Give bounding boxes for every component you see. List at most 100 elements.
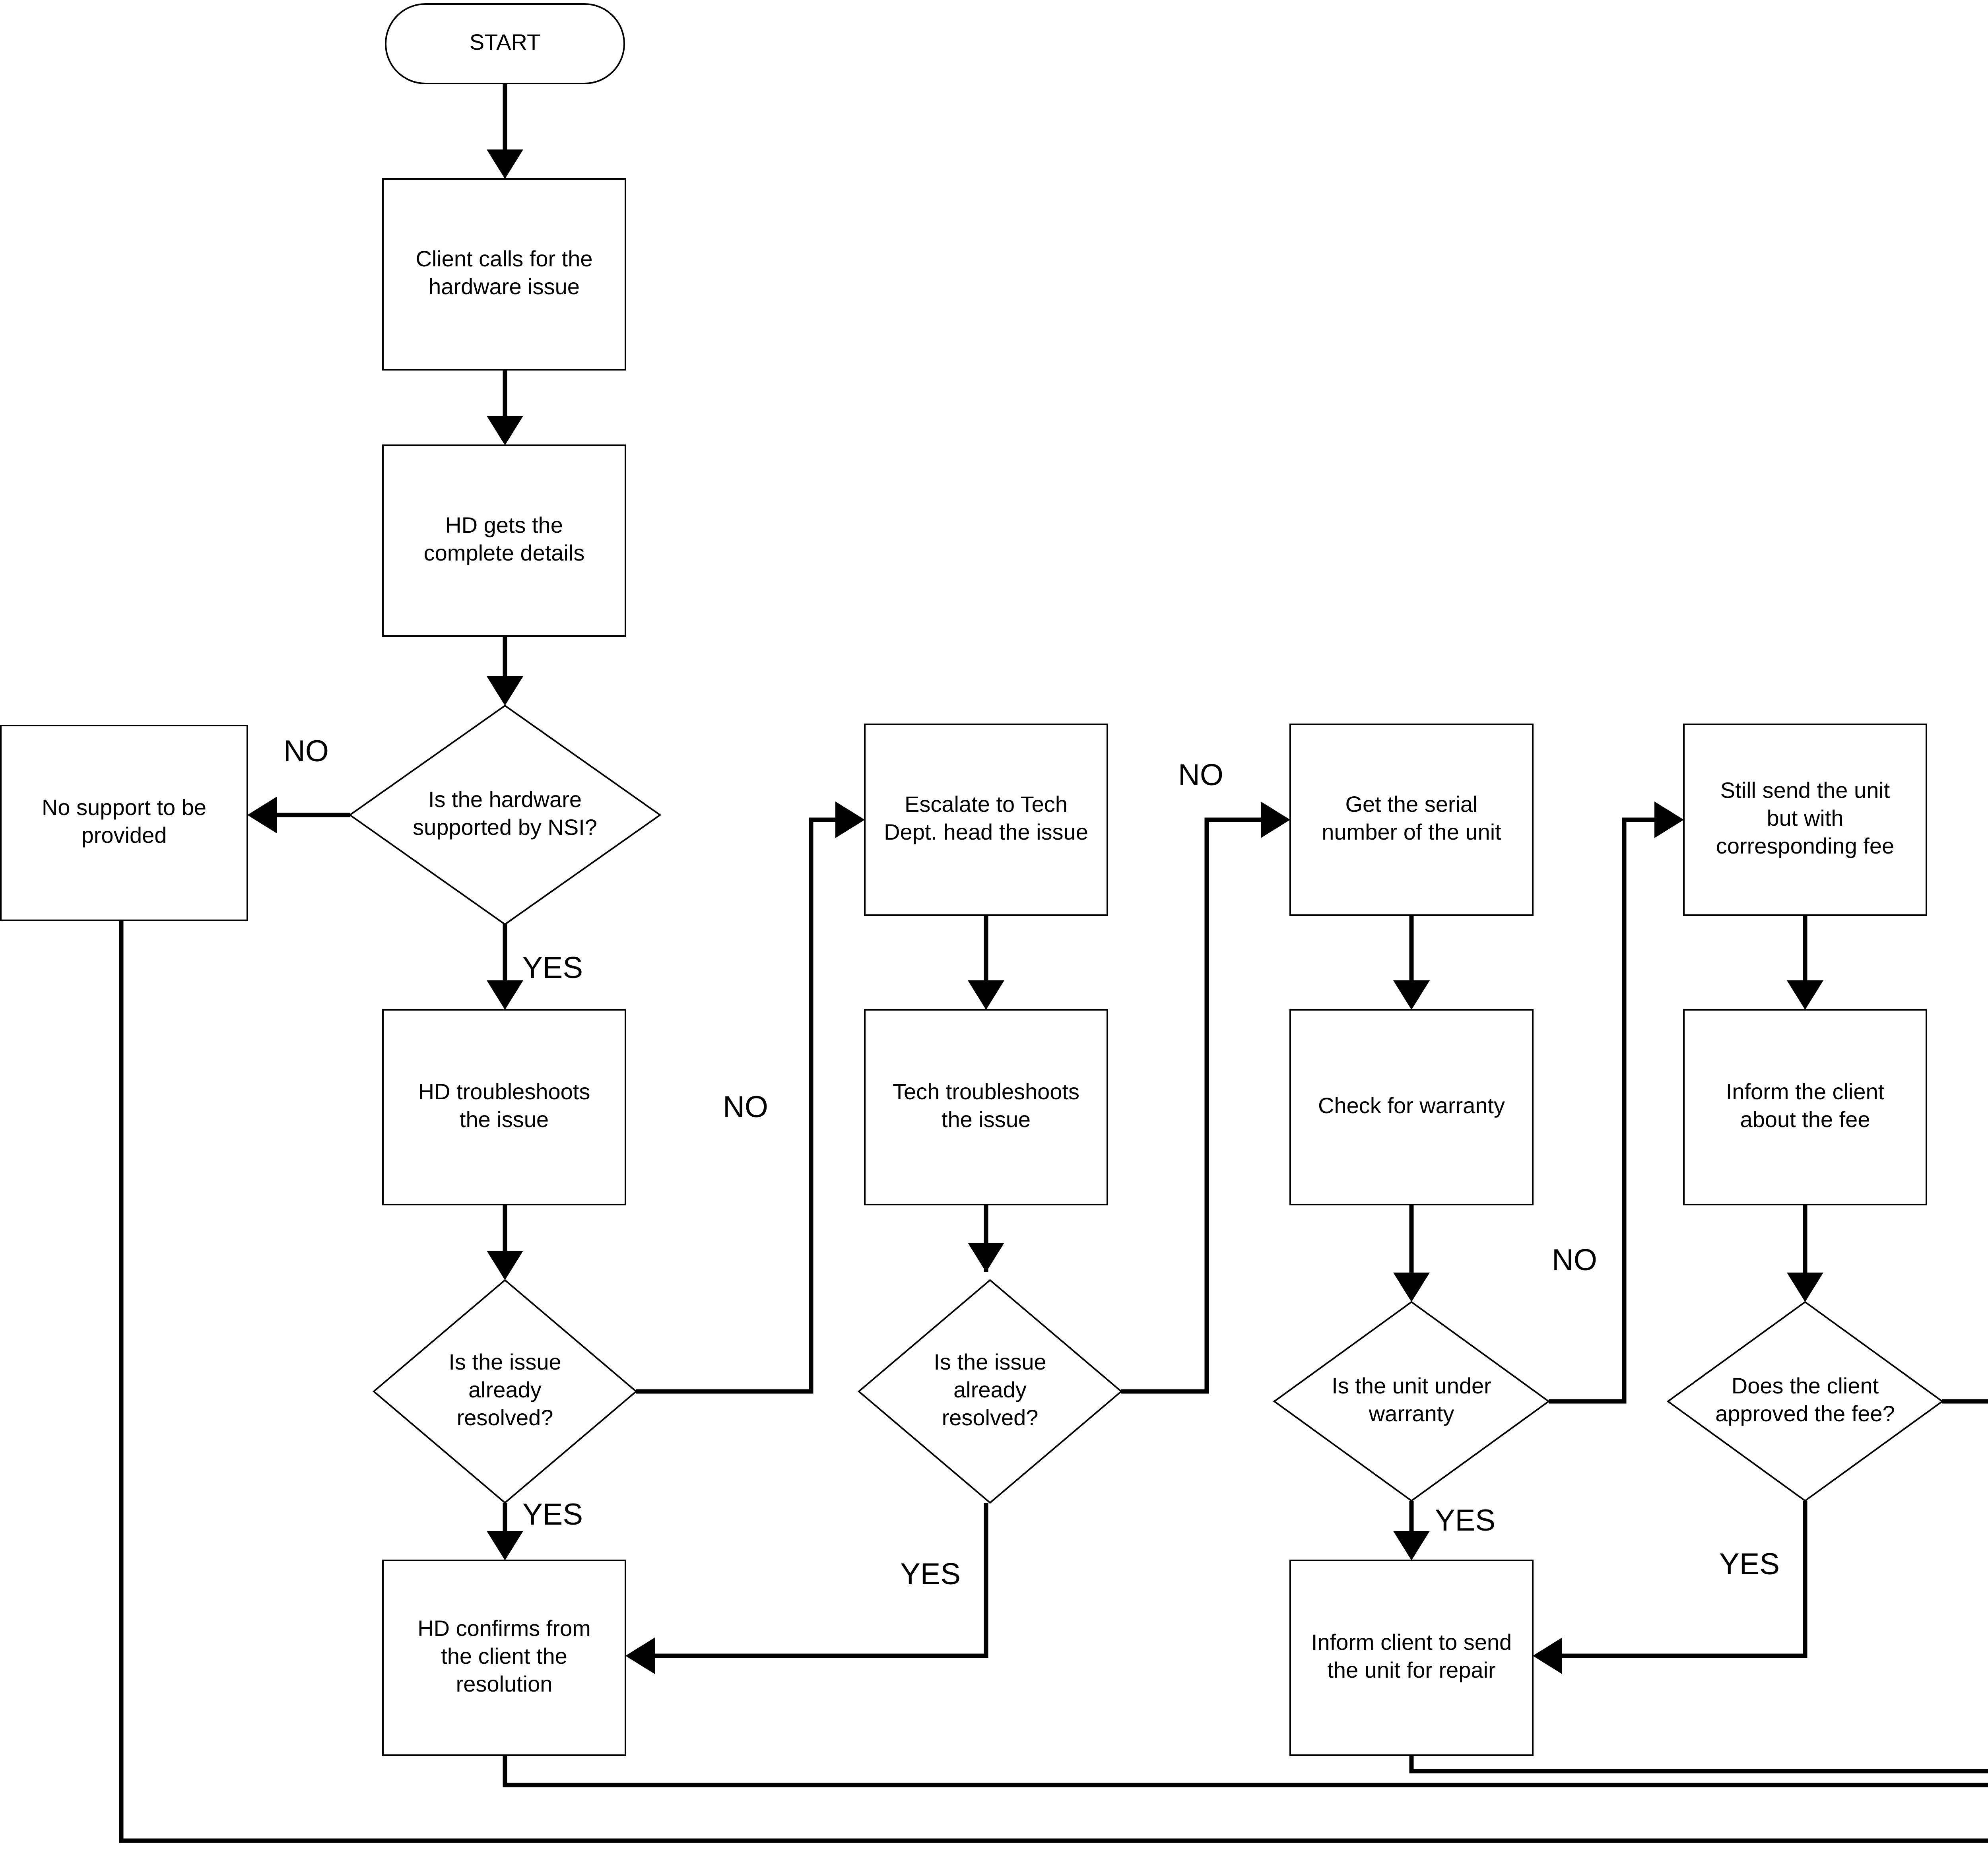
node-label-start: START [470, 29, 540, 54]
arrowhead-icon-e16 [1393, 1531, 1430, 1560]
flow-node-start[interactable]: START [385, 3, 625, 84]
flow-edge-e7 [636, 801, 865, 1394]
process-box-client_calls [382, 178, 626, 371]
edge-path-e21 [503, 1755, 1988, 1787]
edge-path-e12 [641, 1503, 988, 1658]
flow-edge-e15 [1549, 801, 1684, 1404]
flow-edge-e6 [487, 1205, 523, 1280]
decision-diamond-hw_supported [348, 704, 662, 925]
flow-edge-e21 [503, 1755, 1988, 1787]
edge-label-yes-5: YES [900, 1557, 961, 1591]
flow-edge-e1 [487, 83, 523, 179]
arrowhead-icon-e1 [487, 149, 523, 179]
process-box-hd_details [382, 444, 626, 637]
flow-edge-e13 [1393, 915, 1430, 1010]
flow-edge-e18 [1787, 1205, 1823, 1302]
arrowhead-icon-e6 [487, 1251, 523, 1280]
edge-path-e11 [1121, 817, 1274, 1394]
arrowhead-icon-e14 [1393, 1273, 1430, 1302]
edge-label-no-4: NO [1178, 758, 1223, 792]
arrowhead-icon-e10 [968, 1243, 1004, 1272]
arrowhead-icon-e17 [1787, 980, 1823, 1010]
process-box-escalate_tech [864, 724, 1108, 916]
arrowhead-icon-e4 [247, 797, 277, 833]
process-box-check_warranty [1289, 1009, 1534, 1205]
arrowhead-icon-e7 [835, 801, 865, 838]
process-box-still_send [1683, 724, 1927, 916]
arrowhead-icon-e15 [1654, 801, 1684, 838]
edge-path-e23 [119, 920, 1988, 1843]
edge-label-yes-7: YES [1435, 1504, 1495, 1537]
flow-edge-e9 [968, 915, 1004, 1010]
flow-edge-e8 [487, 1503, 523, 1560]
arrowhead-icon-e11 [1261, 801, 1290, 838]
flow-edge-e5 [487, 924, 523, 1010]
flow-edge-e20 [1533, 1501, 1807, 1674]
decision-diamond-approved_fee [1666, 1301, 1944, 1502]
process-box-no_support [0, 725, 248, 921]
flow-edge-e3 [487, 636, 523, 706]
flow-edge-e14 [1393, 1205, 1430, 1302]
flow-edge-e4 [247, 797, 350, 833]
flow-edge-e23 [119, 920, 1988, 1843]
flow-edge-e11 [1121, 801, 1290, 1394]
flow-node-check_warranty[interactable]: Check for warranty [1289, 1009, 1534, 1205]
flow-edge-e12 [625, 1503, 988, 1674]
decision-diamond-under_warranty [1273, 1301, 1550, 1502]
edges-layer [119, 83, 1988, 1843]
edge-path-e19 [1942, 1399, 1988, 1404]
decision-diamond-resolved_2 [857, 1279, 1123, 1504]
process-box-inform_repair [1289, 1560, 1534, 1756]
arrowhead-icon-e3 [487, 676, 523, 706]
arrowhead-icon-e13 [1393, 980, 1430, 1010]
edge-label-no-0: NO [283, 734, 329, 768]
process-box-tech_troubleshoot [864, 1009, 1108, 1205]
flow-edge-e22 [1409, 1755, 1988, 1773]
decision-diamond-resolved_1 [372, 1279, 638, 1504]
arrowhead-icon-e8 [487, 1531, 523, 1560]
edge-labels-layer: NOYESNOYESNOYESNOYESNOYES [283, 734, 1780, 1591]
arrowhead-icon-e9 [968, 980, 1004, 1010]
edge-path-e20 [1549, 1501, 1807, 1658]
flow-edge-e16 [1393, 1501, 1430, 1560]
arrowhead-icon-e2 [487, 416, 523, 445]
node-label-check_warranty: Check for warranty [1318, 1093, 1505, 1118]
process-box-get_serial [1289, 724, 1534, 916]
edge-path-e22 [1409, 1755, 1988, 1773]
flow-edge-e17 [1787, 915, 1823, 1010]
arrowhead-icon-e5 [487, 980, 523, 1010]
edge-label-no-6: NO [1552, 1243, 1597, 1277]
edge-label-yes-9: YES [1719, 1547, 1780, 1581]
